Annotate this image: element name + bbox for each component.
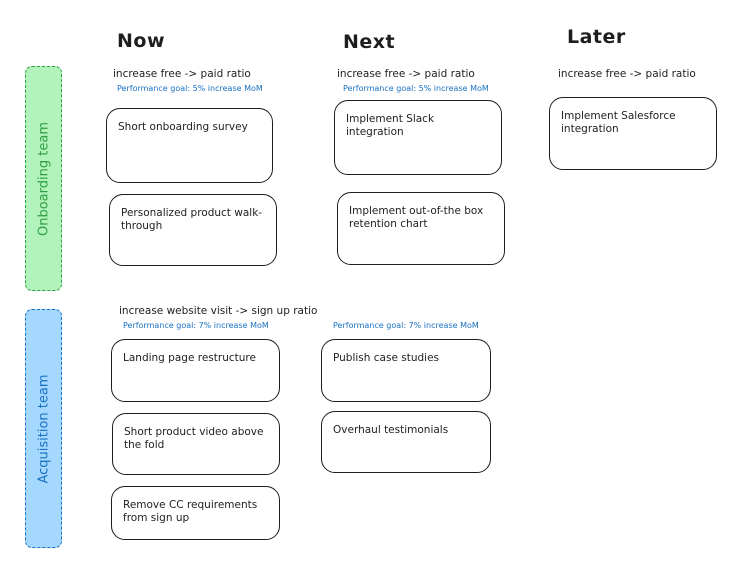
card-product-video[interactable]: Short product video above the fold xyxy=(112,413,280,475)
lane-onboarding-team[interactable]: Onboarding team xyxy=(25,66,62,291)
objective-onboarding-next: increase free -> paid ratio xyxy=(337,68,475,80)
card-personalized-walkthrough[interactable]: Personalized product walk-through xyxy=(109,194,277,266)
column-header-next: Next xyxy=(343,31,396,53)
card-overhaul-testimonials[interactable]: Overhaul testimonials xyxy=(321,411,491,473)
card-salesforce-integration[interactable]: Implement Salesforce integration xyxy=(549,97,717,170)
objective-acquisition-now: increase website visit -> sign up ratio xyxy=(119,305,318,317)
column-header-later: Later xyxy=(567,26,626,48)
card-label: Implement Salesforce integration xyxy=(561,110,676,135)
card-label: Implement out-of-the box retention chart xyxy=(349,205,484,230)
card-label: Short onboarding survey xyxy=(118,121,248,133)
column-header-now: Now xyxy=(117,30,166,52)
card-retention-chart[interactable]: Implement out-of-the box retention chart xyxy=(337,192,505,265)
card-remove-cc-requirements[interactable]: Remove CC requirements from sign up xyxy=(111,486,280,540)
lane-onboarding-label: Onboarding team xyxy=(36,121,51,236)
card-label: Short product video above the fold xyxy=(124,426,264,451)
goal-acquisition-now: Performance goal: 7% increase MoM xyxy=(123,321,269,330)
goal-acquisition-next: Performance goal: 7% increase MoM xyxy=(333,321,479,330)
card-publish-case-studies[interactable]: Publish case studies xyxy=(321,339,491,402)
goal-onboarding-now: Performance goal: 5% increase MoM xyxy=(117,84,263,93)
card-label: Landing page restructure xyxy=(123,352,256,364)
card-label: Personalized product walk-through xyxy=(121,207,263,232)
card-label: Publish case studies xyxy=(333,352,439,364)
card-label: Implement Slack integration xyxy=(346,113,435,138)
card-landing-page-restructure[interactable]: Landing page restructure xyxy=(111,339,280,402)
objective-onboarding-now: increase free -> paid ratio xyxy=(113,68,251,80)
lane-acquisition-label: Acquisition team xyxy=(36,373,51,484)
card-slack-integration[interactable]: Implement Slack integration xyxy=(334,100,502,175)
card-label: Overhaul testimonials xyxy=(333,424,449,436)
card-label: Remove CC requirements from sign up xyxy=(123,499,258,524)
card-short-onboarding-survey[interactable]: Short onboarding survey xyxy=(106,108,273,183)
lane-acquisition-team[interactable]: Acquisition team xyxy=(25,309,62,548)
goal-onboarding-next: Performance goal: 5% increase MoM xyxy=(343,84,489,93)
objective-onboarding-later: increase free -> paid ratio xyxy=(558,68,696,80)
